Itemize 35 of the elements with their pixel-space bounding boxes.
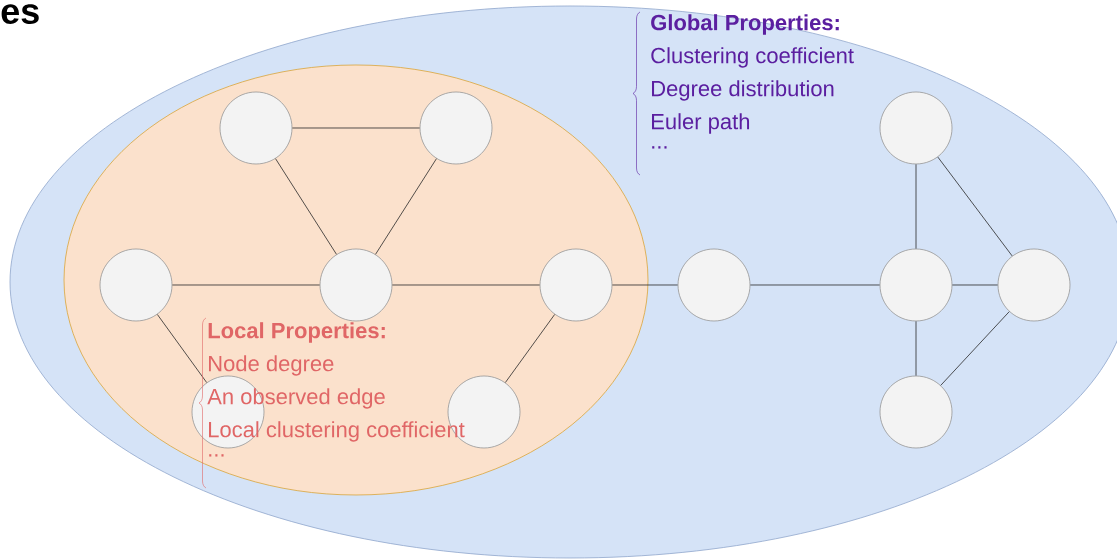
edge-line bbox=[915, 164, 917, 249]
circle-node bbox=[879, 375, 953, 449]
edge-line bbox=[937, 156, 1013, 257]
edge-line bbox=[375, 158, 437, 255]
edge-line bbox=[172, 284, 320, 286]
circle-node bbox=[319, 248, 393, 322]
edge-line bbox=[952, 284, 998, 286]
property-text: ... bbox=[209, 454, 224, 457]
property-text: Local clustering coefficient bbox=[209, 421, 465, 442]
circle-node bbox=[539, 248, 613, 322]
property-text: Node degree bbox=[209, 355, 334, 376]
edge-line bbox=[275, 158, 337, 255]
circle-node bbox=[419, 91, 493, 165]
circle-node bbox=[99, 248, 173, 322]
heading: Local Properties: bbox=[208, 322, 385, 343]
edge-line bbox=[750, 284, 880, 286]
circle-node bbox=[677, 248, 751, 322]
property-text: Euler path bbox=[652, 113, 750, 134]
property-text: An observed edge bbox=[207, 388, 385, 409]
title: es bbox=[1, 4, 39, 24]
heading: Global Properties: bbox=[651, 14, 839, 35]
edge-line bbox=[504, 314, 556, 383]
property-text: Degree distribution bbox=[652, 80, 834, 101]
circle-node bbox=[879, 91, 953, 165]
property-text: Clustering coefficient bbox=[651, 47, 854, 68]
circle-node bbox=[879, 248, 953, 322]
edge-line bbox=[940, 311, 1010, 386]
circle-node bbox=[219, 91, 293, 165]
edge-line bbox=[915, 321, 917, 376]
edge-line bbox=[156, 314, 208, 383]
property-text: ... bbox=[652, 146, 667, 149]
edge-line bbox=[292, 127, 420, 129]
edge-line bbox=[392, 284, 540, 286]
circle-node bbox=[997, 248, 1071, 322]
edge-line bbox=[612, 284, 678, 286]
